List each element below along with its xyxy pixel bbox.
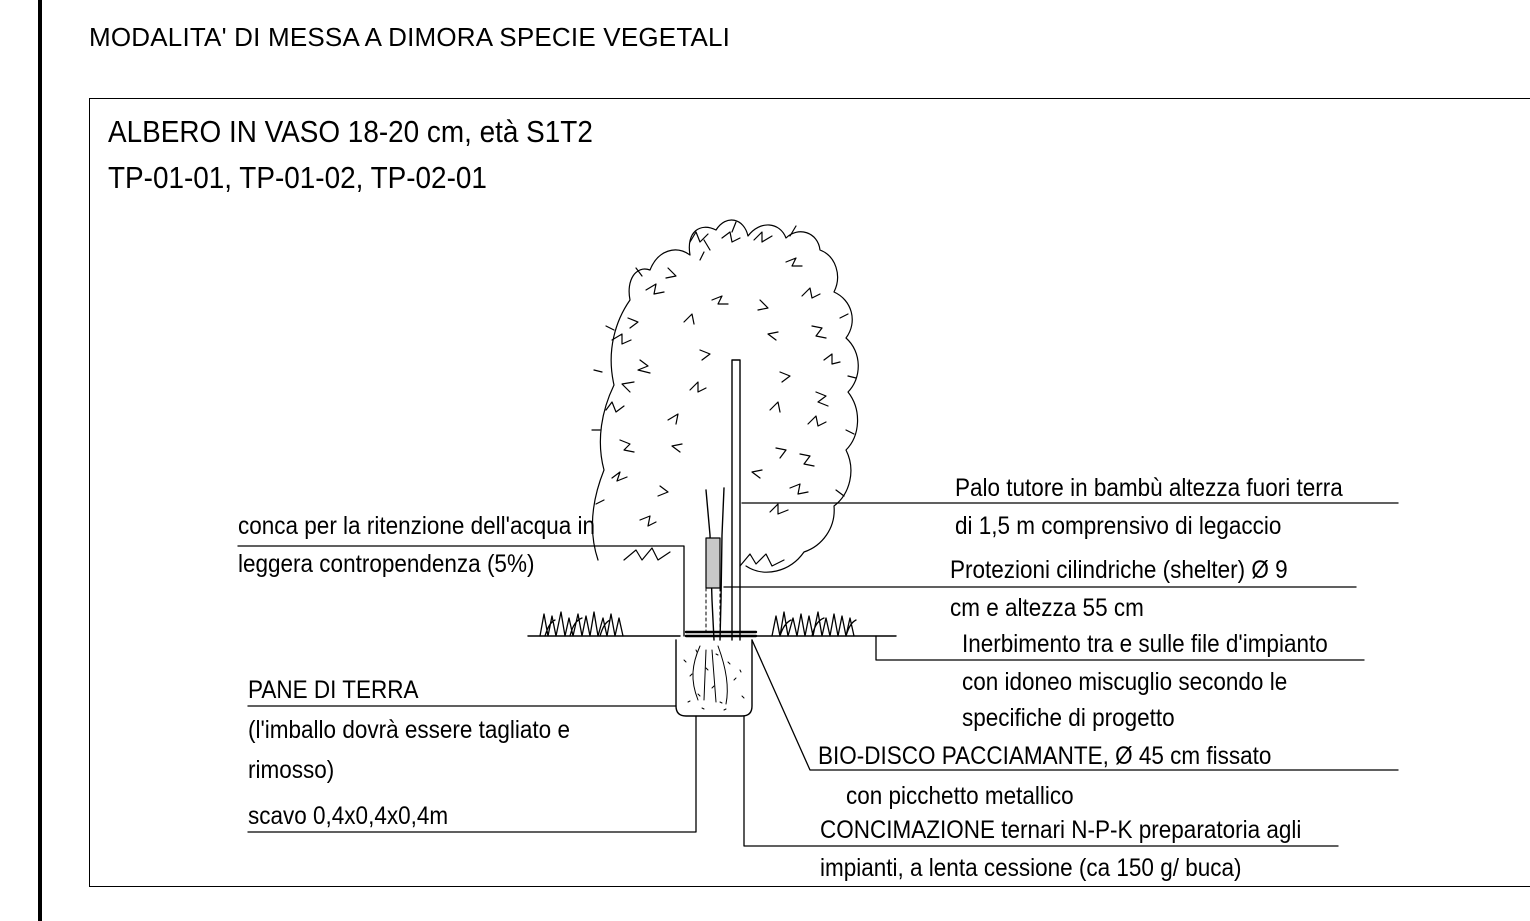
panel-codes: TP-01-01, TP-01-02, TP-02-01 [108, 160, 487, 195]
detail-panel [89, 98, 1530, 887]
label-pane-title: PANE DI TERRA [248, 676, 419, 704]
label-bio-line2: con picchetto metallico [846, 782, 1074, 810]
label-shelter-line1: Protezioni cilindriche (shelter) Ø 9 [950, 556, 1288, 584]
label-inerb-line2: con idoneo miscuglio secondo le [962, 668, 1288, 696]
planting-hole [675, 639, 753, 717]
label-inerb-line3: specifiche di progetto [962, 704, 1175, 732]
label-conc-line2: impianti, a lenta cessione (ca 150 g/ bu… [820, 854, 1242, 882]
tree-crown [591, 219, 859, 573]
label-palo-line1: Palo tutore in bambù altezza fuori terra [955, 474, 1343, 502]
label-pane-line3: rimosso) [248, 756, 335, 784]
page-border-left [38, 0, 42, 921]
shelter-tube [705, 537, 721, 589]
label-conca-line1: conca per la ritenzione dell'acqua in [238, 512, 596, 540]
label-bio-line1: BIO-DISCO PACCIAMANTE, Ø 45 cm fissato [818, 742, 1272, 770]
soil-stipple [683, 645, 745, 711]
label-conc-line1: CONCIMAZIONE ternari N-P-K preparatoria … [820, 816, 1302, 844]
label-shelter-line2: cm e altezza 55 cm [950, 594, 1144, 622]
panel-heading: ALBERO IN VASO 18-20 cm, età S1T2 [108, 114, 593, 149]
label-scavo: scavo 0,4x0,4x0,4m [248, 802, 449, 830]
label-inerb-line1: Inerbimento tra e sulle file d'impianto [962, 630, 1328, 658]
grass-left [539, 611, 624, 637]
page-title: MODALITA' DI MESSA A DIMORA SPECIE VEGET… [89, 22, 731, 52]
label-pane-line2: (l'imballo dovrà essere tagliato e [248, 716, 570, 744]
label-palo-line2: di 1,5 m comprensivo di legaccio [955, 512, 1282, 540]
grass-right [771, 611, 857, 637]
leader-lines [237, 502, 1399, 847]
bamboo-stake [731, 359, 741, 641]
mulch-disc [684, 630, 758, 638]
label-conca-line2: leggera contropendenza (5%) [238, 550, 535, 578]
